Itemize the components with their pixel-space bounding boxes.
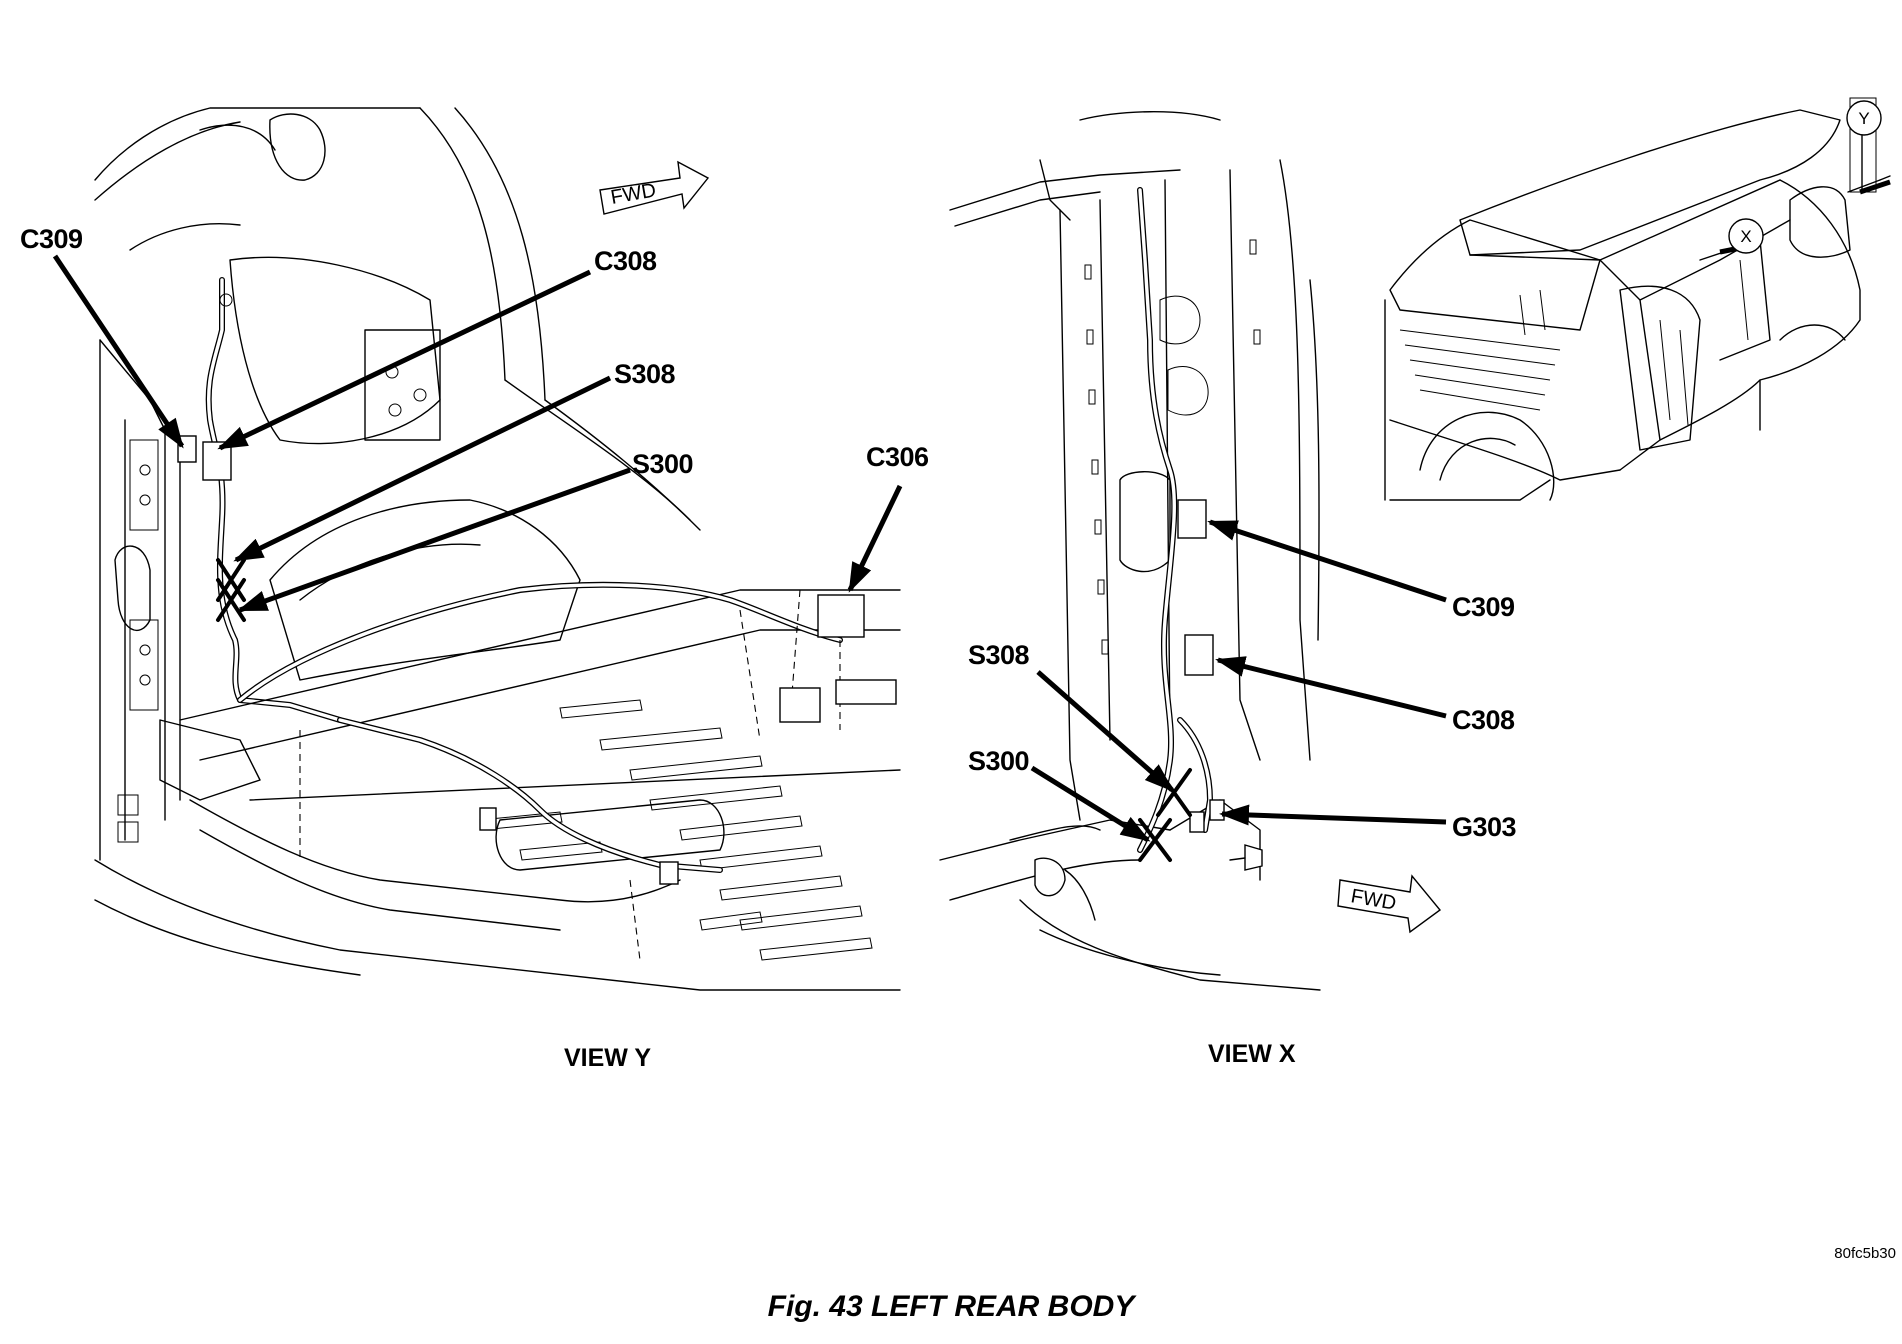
vehicle-locator-illustration bbox=[1384, 97, 1891, 501]
view-x-leaders bbox=[1030, 519, 1447, 843]
view-x-label: VIEW X bbox=[1208, 1040, 1296, 1068]
figure-caption: Fig. 43 LEFT REAR BODY bbox=[768, 1290, 1138, 1323]
view-y-callout-c308: C308 bbox=[594, 246, 657, 276]
view-x-illustration bbox=[939, 111, 1321, 991]
view-y-fwd-label: FWD bbox=[609, 179, 658, 209]
view-y-callout-c309: C309 bbox=[20, 224, 83, 254]
view-y-illustration bbox=[94, 107, 901, 991]
locator-marker-x: X bbox=[1728, 218, 1764, 254]
view-x-fwd-arrow: FWD bbox=[1337, 874, 1442, 934]
view-y-fwd-arrow: FWD bbox=[599, 160, 710, 215]
view-x-callout-s308: S308 bbox=[968, 640, 1030, 670]
view-y-label: VIEW Y bbox=[564, 1044, 651, 1072]
view-y-leaders bbox=[52, 254, 903, 613]
locator-marker-y: Y bbox=[1846, 100, 1882, 136]
view-y-callout-s300: S300 bbox=[632, 449, 693, 479]
view-x-callout-s300: S300 bbox=[968, 746, 1029, 776]
view-y-callout-s308: S308 bbox=[614, 359, 676, 389]
view-x-callout-c308: C308 bbox=[1452, 705, 1515, 735]
locator-marker-x-label: X bbox=[1740, 227, 1751, 246]
view-y-callout-c306: C306 bbox=[866, 442, 929, 472]
image-code: 80fc5b30 bbox=[1834, 1245, 1896, 1262]
locator-marker-y-label: Y bbox=[1858, 109, 1869, 128]
view-x-callout-g303: G303 bbox=[1452, 812, 1517, 842]
view-x-callout-c309: C309 bbox=[1452, 592, 1515, 622]
